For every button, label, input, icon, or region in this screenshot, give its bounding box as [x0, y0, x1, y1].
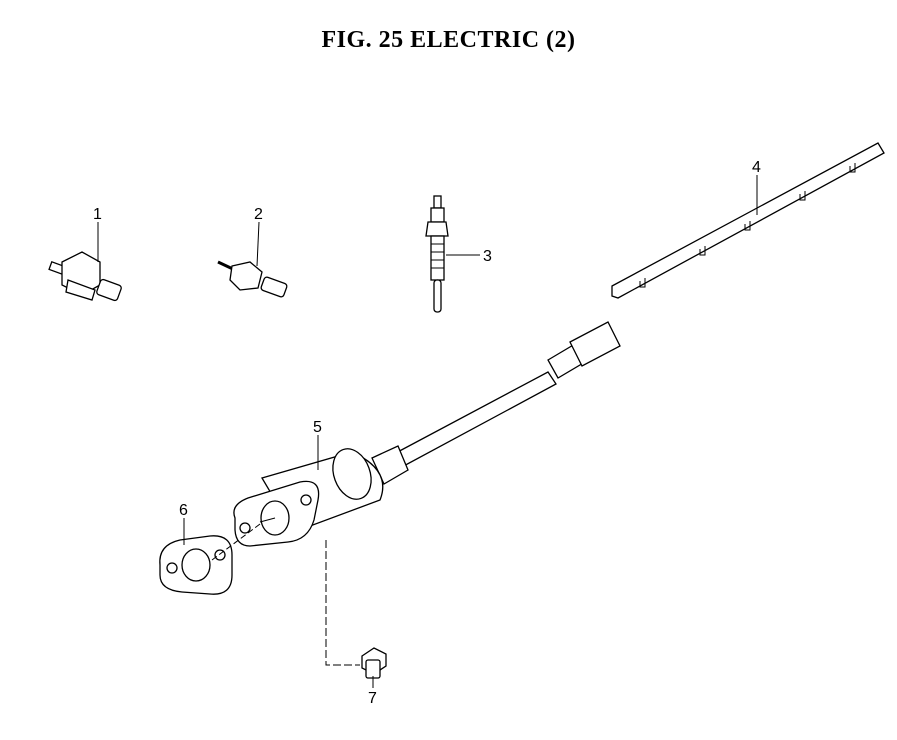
- callout-5: 5: [313, 419, 322, 436]
- part-5-solenoid: [233, 321, 621, 547]
- part-6-gasket: [159, 523, 261, 595]
- part-7-bolt: [361, 647, 387, 679]
- part-2-sensor: [217, 260, 288, 298]
- leader-2: [256, 221, 260, 267]
- callout-6: 6: [179, 502, 188, 519]
- callout-3: 3: [483, 248, 492, 265]
- callout-7: 7: [368, 690, 377, 707]
- callout-4: 4: [752, 159, 761, 176]
- part-4-strip: [611, 142, 885, 299]
- assembly-line: [325, 540, 360, 666]
- part-3-glow-plug: [425, 195, 449, 313]
- part-1-switch: [48, 251, 122, 302]
- callout-2: 2: [254, 206, 263, 223]
- figure-title: FIG. 25 ELECTRIC (2): [321, 27, 576, 53]
- callout-1: 1: [93, 206, 102, 223]
